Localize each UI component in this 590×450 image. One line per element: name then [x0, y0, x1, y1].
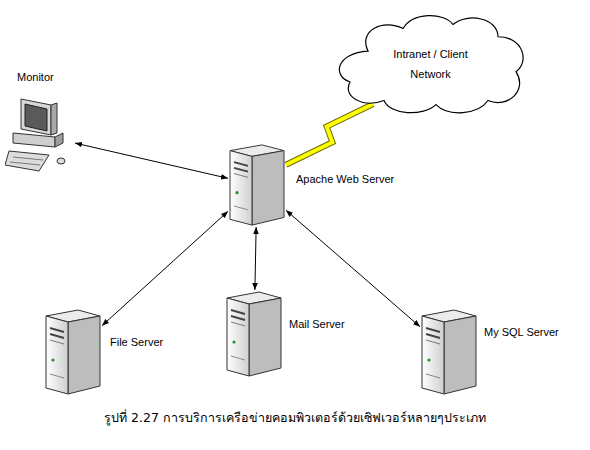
drive-slot [234, 162, 248, 166]
drive-slot [50, 328, 64, 332]
drive-slot [231, 322, 245, 326]
client-computer: Monitor [5, 95, 75, 175]
power-light [235, 191, 238, 194]
arrow-line [255, 227, 256, 290]
connection-arrow [255, 227, 256, 290]
server: Apache Web Server [228, 143, 286, 227]
computer-icon [5, 95, 75, 175]
node-label: My SQL Server [484, 326, 559, 338]
server-side [68, 316, 100, 394]
drive-slot [231, 316, 245, 320]
monitor-body [21, 99, 51, 135]
drive-slot [426, 328, 440, 332]
server-icon [44, 308, 102, 396]
monitor-side [51, 103, 57, 135]
node-label: Apache Web Server [296, 173, 394, 185]
drive-slot [234, 174, 248, 178]
arrow-line [286, 210, 420, 327]
bolt-fill [286, 104, 373, 165]
node-label: Intranet / Client Network [328, 44, 533, 84]
vent-line [426, 374, 440, 378]
server-side [252, 151, 284, 225]
vent-line [231, 356, 245, 360]
server-front [422, 316, 444, 394]
figure-caption: รูปที่ 2.27 การบริการเครือข่ายคอมพิวเตอร… [0, 408, 590, 428]
pc-case-side [55, 133, 63, 147]
server-icon [228, 143, 286, 227]
server-front [227, 298, 249, 376]
drive-slot [50, 334, 64, 338]
keyboard [5, 151, 49, 171]
drive-slot [426, 334, 440, 338]
server: My SQL Server [420, 308, 478, 396]
arrow-line [75, 143, 228, 178]
power-light [232, 340, 235, 343]
monitor-screen [25, 104, 47, 131]
connection-arrow [286, 210, 420, 327]
connection-arrow [75, 143, 228, 178]
vent-line [234, 206, 248, 210]
bolt-outline [286, 104, 373, 165]
server-front [46, 316, 68, 394]
drive-slot [231, 310, 245, 314]
connection-arrow [102, 211, 228, 325]
arrow-line [102, 211, 228, 325]
vent-line [50, 374, 64, 378]
keyboard-keys [13, 157, 43, 160]
server: File Server [44, 308, 102, 396]
server-side [444, 316, 476, 394]
keyboard-keys [10, 162, 40, 165]
wireless-link [286, 104, 373, 165]
server-side [249, 298, 281, 376]
node-label: Mail Server [289, 318, 345, 330]
power-light [427, 358, 430, 361]
pc-case [13, 133, 55, 147]
drive-slot [426, 340, 440, 344]
network-cloud: Intranet / Client Network [328, 10, 533, 118]
server-icon [420, 308, 478, 396]
cloud-shape [328, 10, 533, 118]
node-label: File Server [110, 336, 163, 348]
drive-slot [50, 340, 64, 344]
server-front [230, 151, 252, 225]
mouse [57, 158, 65, 164]
node-label: Monitor [17, 71, 54, 83]
power-light [51, 358, 54, 361]
server-icon [225, 290, 283, 378]
cloud-outline [339, 16, 523, 113]
drive-slot [234, 168, 248, 172]
server: Mail Server [225, 290, 283, 378]
